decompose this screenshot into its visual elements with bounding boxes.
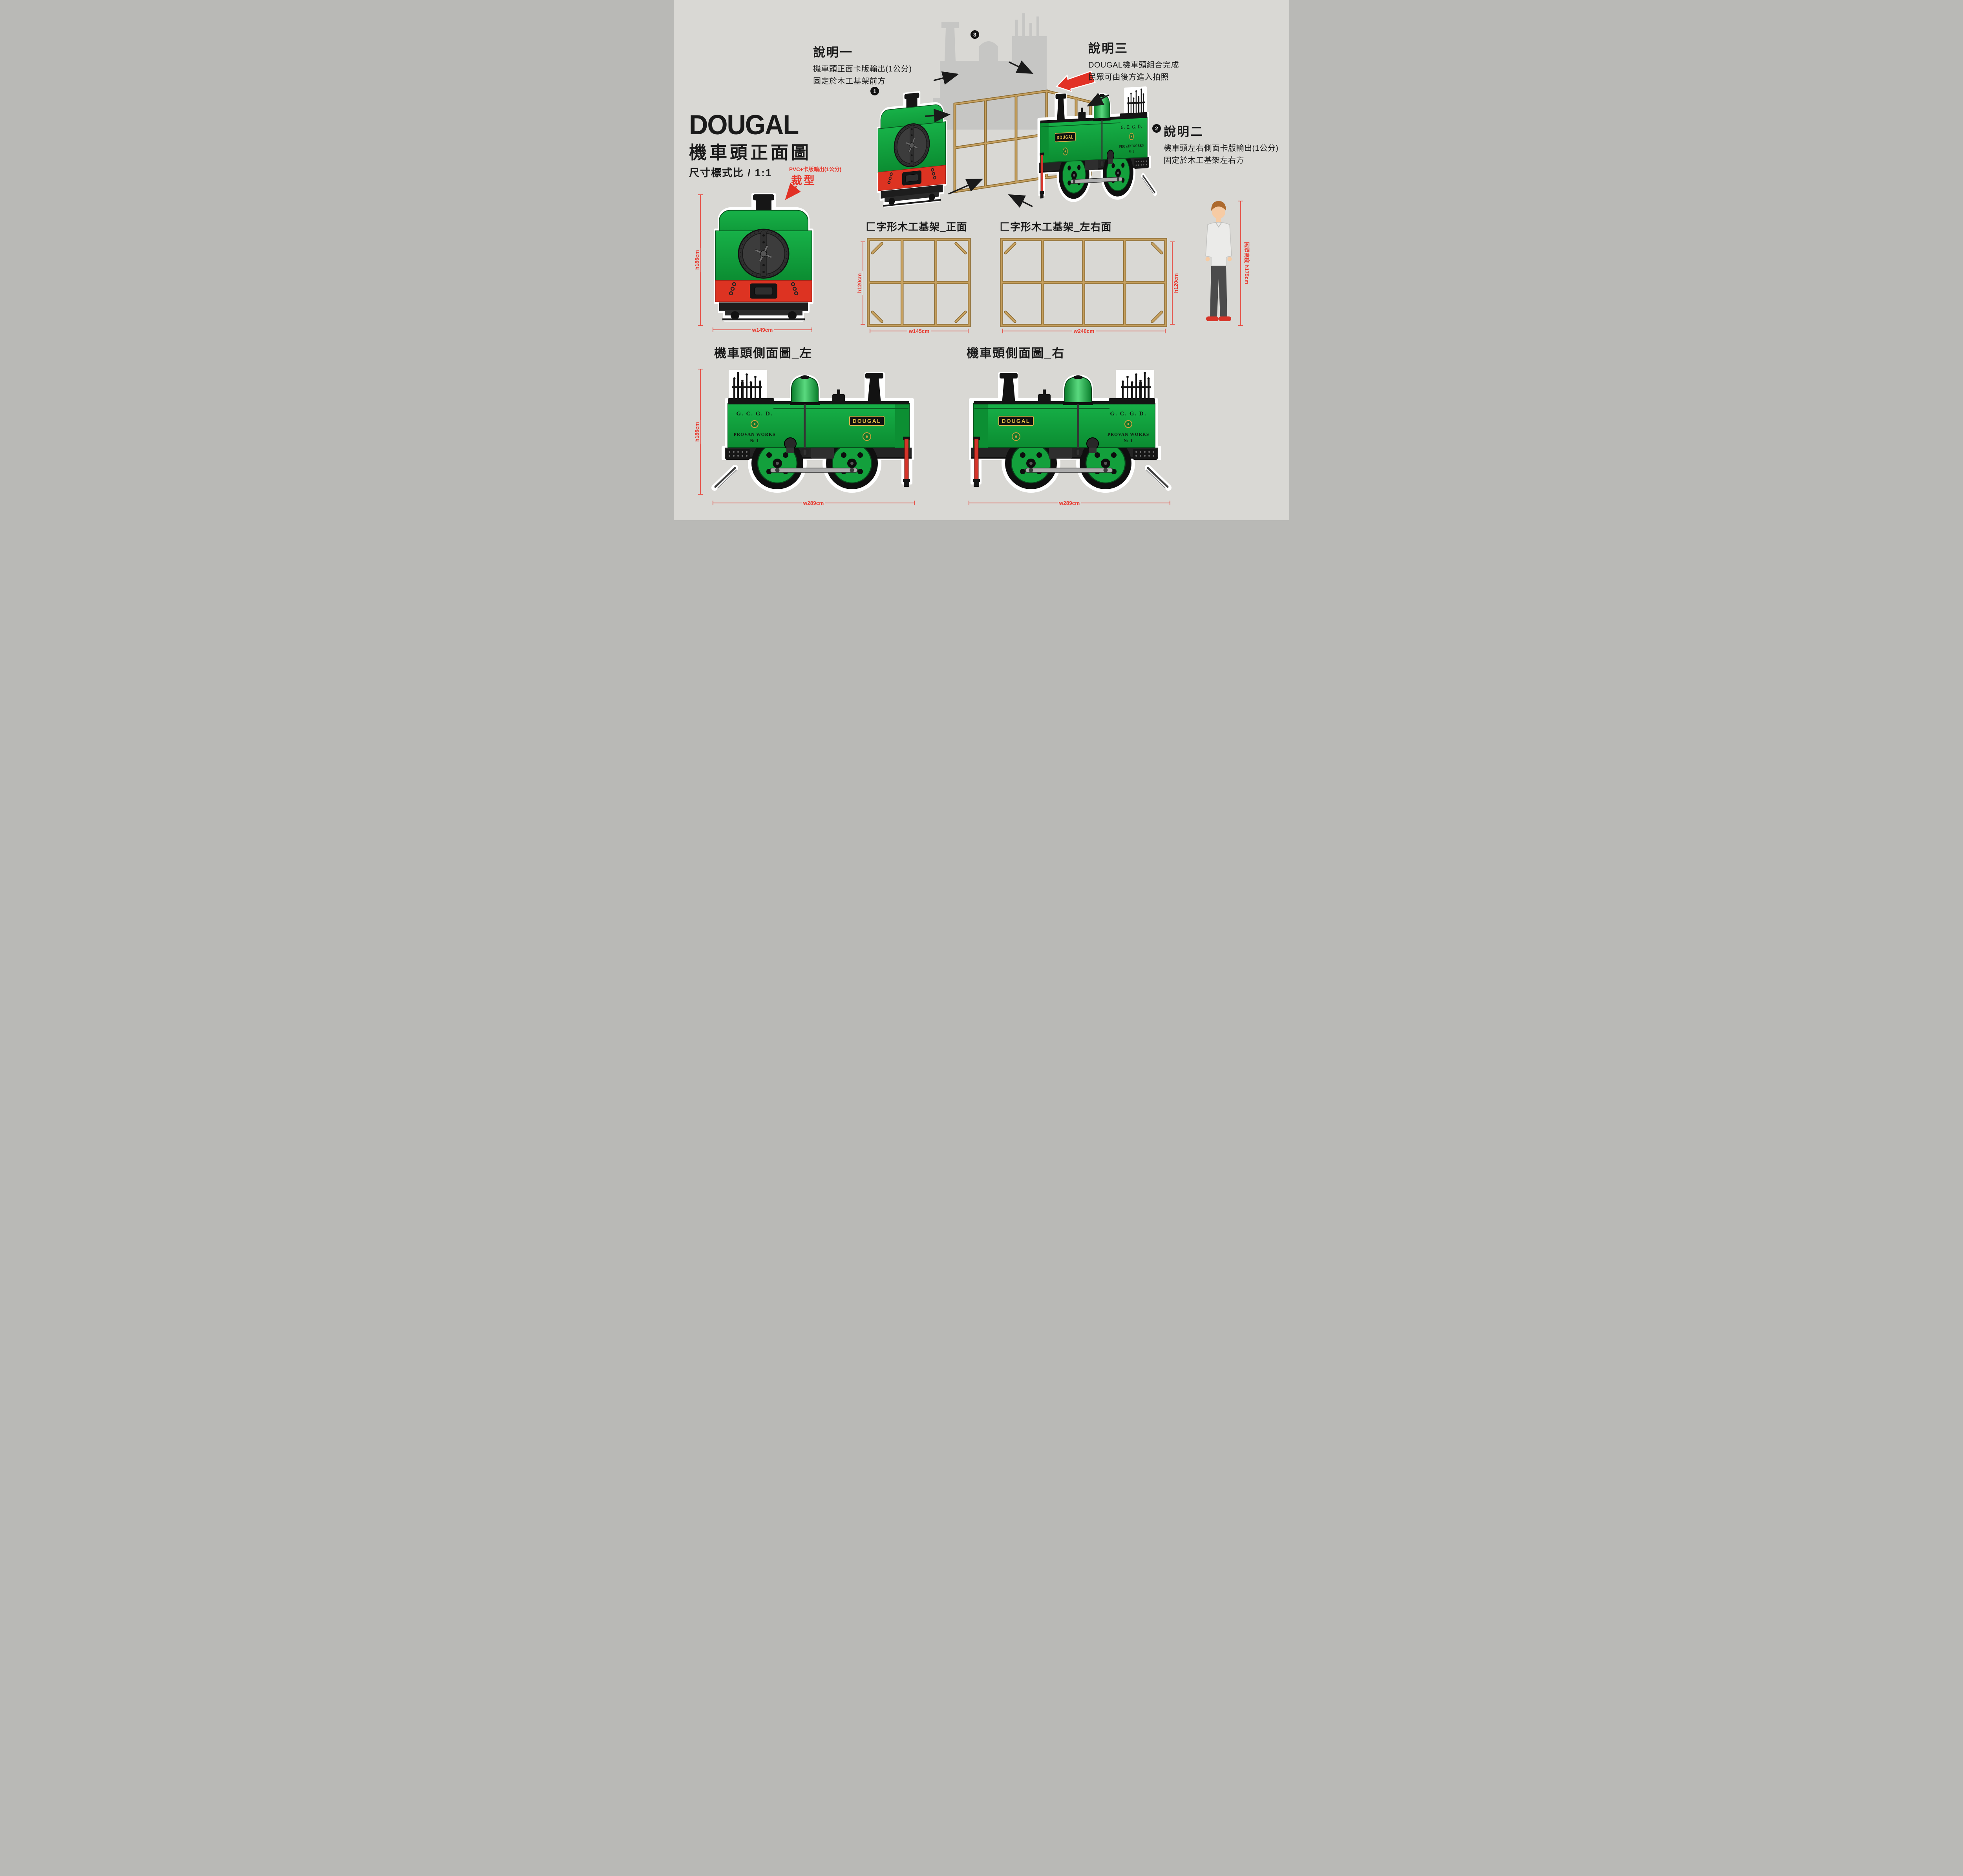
page-title: 機車頭正面圖 [689,143,812,163]
person-height-label: 民眾高度 h175cm [1244,242,1250,284]
brand-title: DOUGAL [689,110,799,141]
assembly-works-text: PROVAN WORKS [1119,143,1144,149]
assembly-front-cutout [878,90,945,207]
left-number-text: № 1 [750,439,759,443]
entry-direction-arrow [1056,70,1096,92]
person-neck [1216,217,1221,222]
right-works-text: PROVAN WORKS [1108,432,1149,437]
side-left-title: 機車頭側面圖_左 [714,346,813,360]
assembly-arrows [925,60,1109,208]
dimension-labels: h186cm w149cm h120cm w145cm h120cm w240c… [694,240,1250,506]
spec-sheet: DOUGAL G. C. G. D. PROVAN WORKS № 1 [674,0,1289,520]
person-shoe-left [1206,316,1219,321]
assembly-diagram: DOUGAL G. C. G. D. PROVAN WORKS № 1 [870,13,1161,207]
person-shirt [1205,222,1232,266]
side-right-width-label: w289cm [1059,500,1080,506]
illustration-layer: DOUGAL G. C. G. D. PROVAN WORKS № 1 [694,13,1250,506]
assembly-side-cutout: DOUGAL G. C. G. D. PROVAN WORKS № 1 [1038,88,1155,203]
note-1-line-1: 機車頭正面卡版輸出(1公分) [813,65,912,73]
person-hand-right [1227,257,1232,261]
frame-side-height-label: h120cm [1173,273,1179,293]
badge-1-num: 1 [873,88,876,94]
note-2-line-2: 固定於木工基架左右方 [1164,156,1244,165]
person-figure [1205,201,1232,321]
side-view-left-lettering: G. C. G. D. PROVAN WORKS № 1 DOUGAL [734,411,881,443]
note-2-line-1: 機車頭左右側面卡版輸出(1公分) [1164,144,1279,153]
badge-3-num: 3 [973,31,976,38]
side-view-right-illustration [971,371,1168,491]
person-hair [1211,201,1226,211]
side-right-title: 機車頭側面圖_右 [967,346,1065,360]
assembly-number-text: № 1 [1129,149,1134,154]
note-1-title: 說明一 [813,46,853,59]
side-left-height-label: h186cm [694,422,700,442]
side-view-left-illustration [715,371,912,491]
frame-front-title: 匚字形木工基架_正面 [866,221,967,233]
frame-front-width-label: w145cm [908,328,930,334]
assembly-silhouette [933,13,1047,130]
right-number-text: № 1 [1124,439,1133,443]
right-railway-text: G. C. G. D. [1110,411,1146,417]
assembly-railway-text: G. C. G. D. [1121,124,1142,131]
left-works-text: PROVAN WORKS [734,432,775,437]
cut-note-small: PVC+卡版輸出(1公分) [789,166,842,172]
note-1: 說明一 機車頭正面卡版輸出(1公分) 固定於木工基架前方 [813,42,912,88]
frame-front-drawing [867,238,971,327]
note-3: 說明三 DOUGAL機車頭組合完成 民眾可由後方進入拍照 [1088,38,1179,84]
frame-side-drawing [1000,238,1167,327]
person-pants [1210,266,1227,316]
person-collar [1215,222,1222,228]
note-3-title: 說明三 [1088,42,1128,55]
cut-note-arrow [785,183,801,200]
person-face [1212,205,1225,219]
badge-2: 2 [1152,124,1161,133]
side-left-width-label: w289cm [803,500,824,506]
assembly-loco-lettering: DOUGAL G. C. G. D. PROVAN WORKS № 1 [1057,124,1144,154]
side-view-right-lettering: DOUGAL G. C. G. D. PROVAN WORKS № 1 [1002,411,1149,443]
note-3-line-1: DOUGAL機車頭組合完成 [1088,61,1179,69]
frame-side-title: 匚字形木工基架_左右面 [1000,221,1112,233]
front-view-illustration [715,194,812,320]
front-height-label: h186cm [694,250,700,270]
assembly-nameplate-text: DOUGAL [1057,134,1074,141]
left-railway-text: G. C. G. D. [736,411,773,417]
note-2-title: 說明二 [1164,125,1204,139]
front-width-label: w149cm [752,327,773,333]
left-nameplate-text: DOUGAL [853,418,881,424]
cut-note-big: 裁型 [791,174,817,187]
badge-3: 3 [971,30,979,39]
frame-side-width-label: w240cm [1073,328,1095,334]
person-hand-left [1205,257,1210,261]
scale-label: 尺寸標式比 / 1:1 [689,167,772,179]
note-2: 說明二 機車頭左右側面卡版輸出(1公分) 固定於木工基架左右方 [1164,122,1278,167]
note-1-line-2: 固定於木工基架前方 [813,77,886,86]
person-shoe-right [1219,316,1231,321]
right-nameplate-text: DOUGAL [1002,418,1031,424]
note-3-line-2: 民眾可由後方進入拍照 [1088,73,1169,82]
badge-2-num: 2 [1155,125,1158,132]
badge-1: 1 [870,87,879,95]
frame-front-height-label: h120cm [857,273,863,293]
